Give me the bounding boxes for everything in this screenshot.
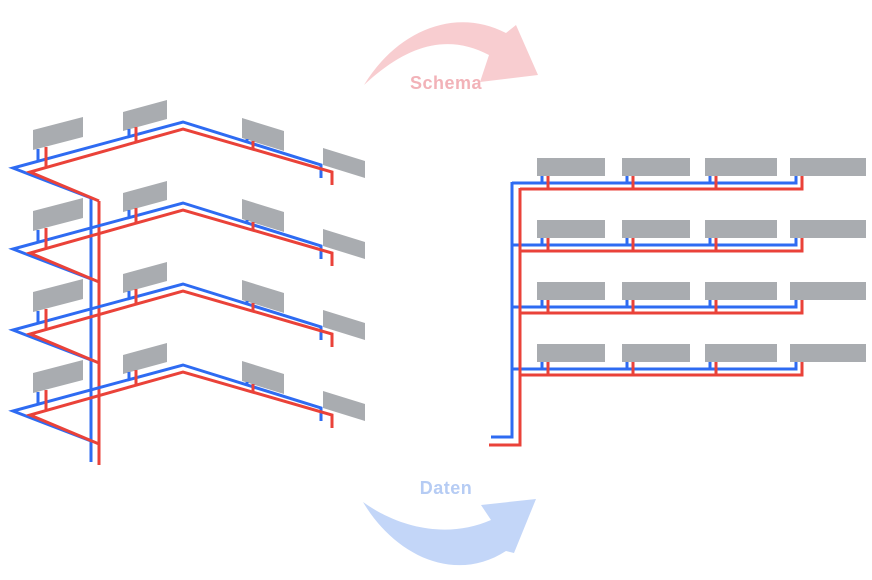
- schematic-row-4: [510, 342, 868, 377]
- schematic-diagram: [489, 156, 868, 447]
- schema-arrow: [364, 22, 538, 85]
- isometric-building-diagram: [11, 98, 367, 465]
- building-floor-2: [11, 179, 367, 284]
- schematic-row-3: [510, 280, 868, 315]
- schematic-riser-blue: [491, 182, 514, 439]
- schema-arrow-label: Schema: [410, 73, 483, 93]
- schematic-row-1: [510, 156, 868, 191]
- daten-arrow-group: Daten: [363, 478, 536, 566]
- building-floor-3: [11, 260, 367, 365]
- building-floor-1: [11, 98, 367, 203]
- daten-arrow: [363, 499, 536, 566]
- schema-arrow-group: Schema: [364, 22, 538, 93]
- daten-arrow-label: Daten: [420, 478, 473, 498]
- schematic-riser-red: [489, 188, 522, 447]
- building-floor-4: [11, 341, 367, 446]
- schematic-row-2: [510, 218, 868, 253]
